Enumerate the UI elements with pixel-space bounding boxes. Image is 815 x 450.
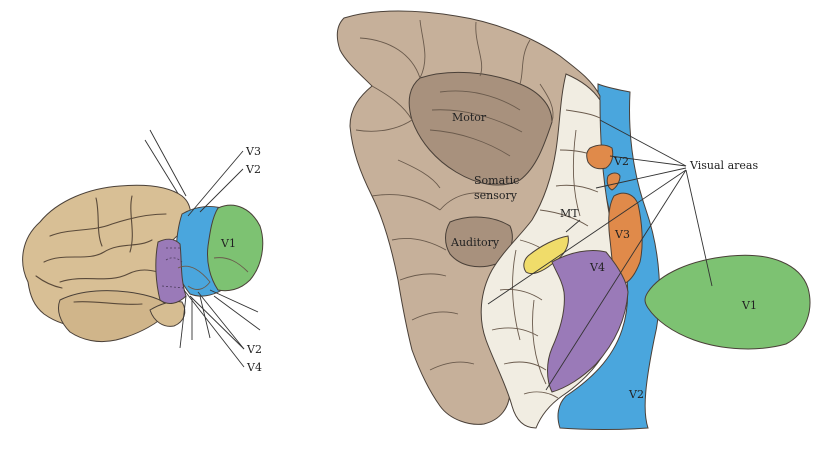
- label-v1-left: V1: [220, 237, 236, 250]
- label-v1-flat: V1: [741, 299, 757, 312]
- temporal-lobe: [58, 291, 168, 342]
- label-somatic-1: Somatic: [474, 174, 519, 187]
- monkey-brain-lateral-view: V3 V2 V1 V2 V4: [23, 130, 263, 374]
- label-v4-left: V4: [246, 361, 262, 374]
- area-v3-upper: [587, 145, 613, 169]
- label-auditory: Auditory: [450, 236, 500, 249]
- label-v2-upper: V2: [613, 155, 629, 168]
- label-visual-areas: Visual areas: [689, 159, 758, 172]
- label-motor: Motor: [452, 111, 487, 124]
- label-mt: MT: [560, 207, 579, 220]
- label-v3-top: V3: [245, 145, 261, 158]
- flattened-cortex-map: Motor Somatic sensory Auditory MT V4 V3 …: [337, 11, 810, 430]
- label-v3-flat: V3: [614, 228, 630, 241]
- label-v2-top: V2: [245, 163, 261, 176]
- label-v2-bottom: V2: [246, 343, 262, 356]
- label-v4-flat: V4: [589, 261, 605, 274]
- label-somatic-2: sensory: [474, 189, 518, 202]
- label-v2-lower: V2: [628, 388, 644, 401]
- area-v1-flat: [645, 255, 810, 349]
